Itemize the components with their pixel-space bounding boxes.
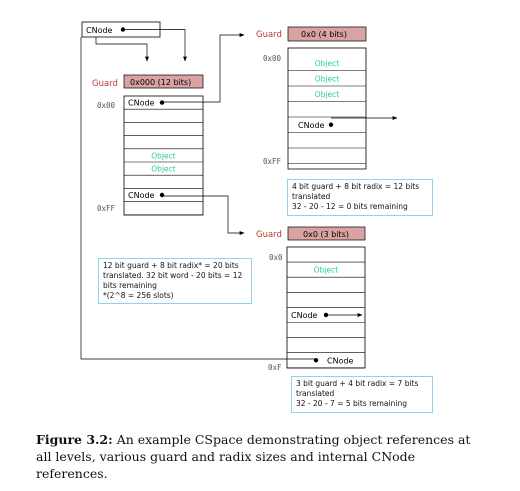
table2-index-top: 0x00	[263, 54, 282, 63]
table3-slot-7-cnode: CNode	[327, 356, 354, 365]
note-table1: 12 bit guard + 8 bit radix* = 20 bits tr…	[98, 258, 252, 304]
table2-frame	[287, 47, 367, 170]
note-table2-line-2: translated	[292, 192, 331, 201]
table2-guard-box	[287, 26, 367, 42]
table2-guard-value: 0x0 (4 bits)	[301, 30, 347, 39]
table1-to-table3-arrow	[162, 195, 245, 235]
note-table1-line-3: bits remaining	[103, 281, 157, 290]
root-to-table1-arrow	[123, 29, 187, 62]
note-table1-line-4: *(2^8 = 256 slots)	[103, 291, 174, 300]
table1-guard-value: 0x000 (12 bits)	[130, 78, 191, 87]
table2-cnode-pointer-dot-1	[328, 122, 334, 127]
table2-guard-label: Guard	[256, 30, 282, 40]
table3-guard-box	[287, 226, 366, 241]
note-table3: 3 bit guard + 4 bit radix = 7 bits trans…	[291, 376, 433, 413]
table1-index-top: 0x00	[97, 101, 116, 110]
figure-caption: Figure 3.2: An example CSpace demonstrat…	[36, 431, 488, 482]
table1-slot-7-cnode: CNode	[128, 191, 155, 200]
note-table2-line-3: 32 - 20 - 12 = 0 bits remaining	[292, 202, 408, 211]
cspace-diagram: CNode Guard 0x000 (12 bits) 0x00 0xFF CN…	[80, 21, 398, 372]
figure-caption-text: An example CSpace demonstrating object r…	[36, 432, 471, 481]
note-table1-line-2: translated. 32 bit word - 20 bits = 12	[103, 271, 243, 280]
table2-slot-4-cnode: CNode	[298, 121, 325, 130]
note-table2: 4 bit guard + 8 bit radix = 12 bits tran…	[287, 179, 433, 216]
table3-to-root-line	[80, 37, 316, 360]
table3-index-bottom: 0xF	[268, 363, 282, 372]
table3-slot-4-cnode: CNode	[291, 311, 318, 320]
table1-slot-5-object: Object	[151, 165, 175, 174]
table2-slot-0-object: Object	[315, 59, 339, 68]
table3-slot-1-object: Object	[314, 266, 338, 275]
table1-guard-box	[123, 74, 204, 89]
table1-slot-0-cnode: CNode	[128, 99, 155, 108]
table1-guard-label: Guard	[92, 79, 118, 89]
root-cnode-label: CNode	[86, 26, 113, 35]
table1-to-table2-arrow	[162, 33, 245, 103]
note-table2-line-1: 4 bit guard + 8 bit radix = 12 bits	[292, 182, 420, 191]
table2-slot-2-object: Object	[315, 90, 339, 99]
table1-cnode-pointer-dot-2	[159, 192, 165, 198]
table1-index-bottom: 0xFF	[97, 204, 116, 213]
table1-cnode-pointer-dot-1	[159, 100, 165, 105]
table1-frame	[123, 95, 204, 216]
table3-index-top: 0x0	[269, 253, 283, 262]
table3-guard-value: 0x0 (3 bits)	[303, 230, 349, 239]
table3-guard-label: Guard	[256, 230, 282, 240]
root-stem-arrow	[95, 37, 149, 62]
note-table3-line-3: 32 - 20 - 7 = 5 bits remaining	[296, 399, 407, 408]
note-table3-line-1: 3 bit guard + 4 bit radix = 7 bits	[296, 379, 419, 388]
table1-slot-4-object: Object	[151, 151, 175, 160]
note-table1-line-1: 12 bit guard + 8 bit radix* = 20 bits	[103, 261, 239, 270]
table2-index-bottom: 0xFF	[263, 157, 282, 166]
table2-slot-1-object: Object	[315, 74, 339, 83]
note-table3-line-2: translated	[296, 389, 335, 398]
figure-caption-label: Figure 3.2:	[36, 432, 113, 447]
